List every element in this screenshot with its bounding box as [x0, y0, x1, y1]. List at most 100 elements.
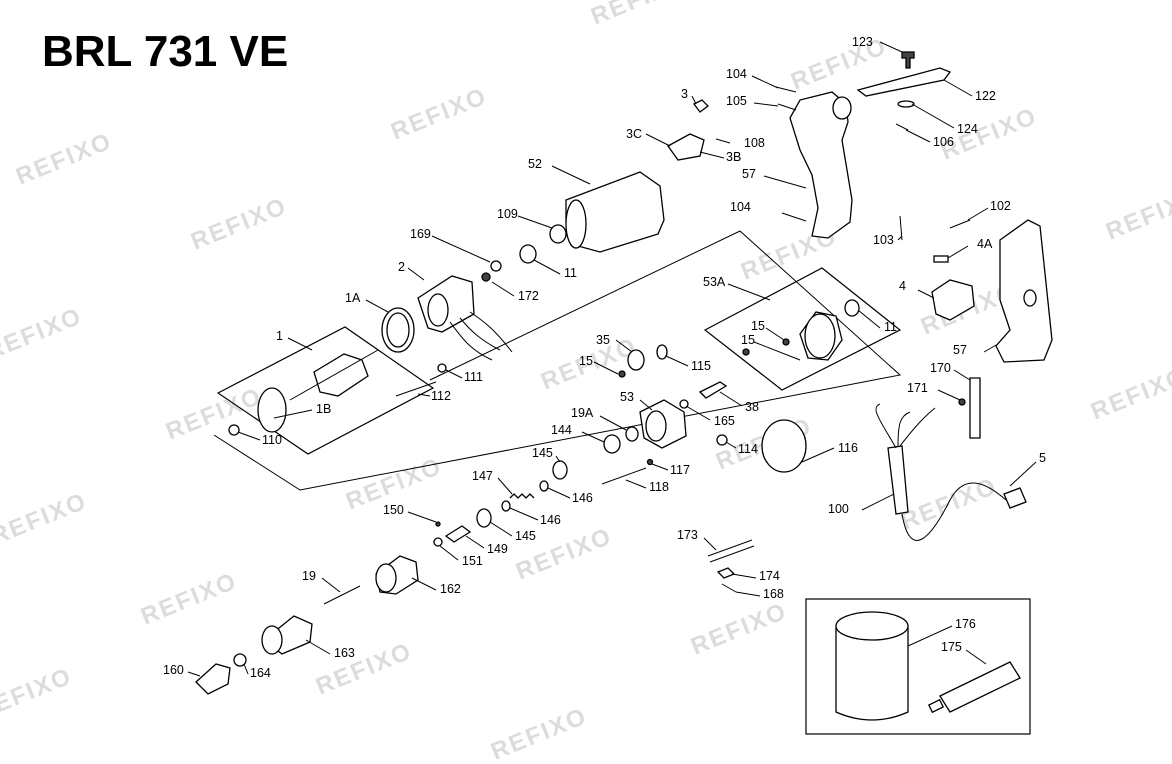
part-label-53: 53	[620, 390, 634, 404]
consumables-box	[805, 598, 1031, 735]
handle-hole	[1023, 289, 1037, 307]
part-label-19A: 19A	[571, 406, 594, 420]
part-label-175: 175	[941, 640, 962, 654]
part-label-35: 35	[596, 333, 610, 347]
part-1B-fan	[257, 387, 287, 433]
watermark: REFIXO	[1102, 183, 1172, 246]
watermark: REFIXO	[0, 488, 91, 551]
part-label-11: 11	[564, 266, 577, 280]
part-110-ring	[228, 424, 240, 436]
part-1A-ring-inner	[386, 312, 410, 348]
gear-group-box	[703, 267, 902, 391]
part-4-switch	[931, 279, 975, 321]
part-5-power-cord	[901, 482, 1007, 541]
part-104-screw-lower	[781, 212, 807, 222]
part-label-38: 38	[745, 400, 759, 414]
part-3C-brush-holder	[667, 133, 705, 161]
part-label-3B: 3B	[726, 150, 741, 164]
part-109-bearing	[549, 224, 567, 244]
part-122-cover-plate	[856, 67, 952, 97]
part-145-gear-b	[476, 508, 492, 528]
part-106-screw	[895, 123, 909, 131]
part-111-washer	[437, 363, 447, 373]
part-label-100: 100	[828, 502, 849, 516]
part-label-1B: 1B	[316, 402, 331, 416]
part-label-3C: 3C	[626, 127, 642, 141]
part-168-screw	[721, 583, 737, 593]
part-169-washer	[490, 260, 502, 272]
watermark: REFIXO	[1087, 363, 1172, 426]
watermark: REFIXO	[487, 703, 591, 764]
part-label-105: 105	[726, 94, 747, 108]
part-1-armature	[313, 353, 369, 397]
grease-tube-cap	[927, 698, 945, 714]
part-label-171: 171	[907, 381, 928, 395]
part-label-57: 57	[742, 167, 756, 181]
part-115-washer	[656, 344, 668, 360]
brush-parts	[707, 539, 755, 593]
housing-ring	[832, 96, 852, 120]
part-173-brush-a	[707, 539, 753, 557]
watermark: REFIXO	[0, 303, 86, 366]
part-label-52: 52	[528, 157, 542, 171]
watermark: REFIXO	[687, 598, 791, 661]
part-label-116: 116	[838, 441, 858, 455]
part-label-2: 2	[398, 260, 405, 274]
motor-housing-mouth	[565, 199, 587, 249]
part-label-146: 146	[572, 491, 593, 505]
part-label-174: 174	[759, 569, 780, 583]
part-35-gear	[627, 349, 645, 371]
part-label-162: 162	[440, 582, 461, 596]
watermark: REFIXO	[137, 568, 241, 631]
part-147-spring	[509, 493, 535, 499]
part-label-19: 19	[302, 569, 316, 583]
part-146-ring-b	[501, 500, 511, 512]
watermark: REFIXO	[12, 128, 116, 191]
armature-group-box	[216, 326, 435, 455]
part-label-1: 1	[276, 329, 283, 343]
part-label-104: 104	[726, 67, 747, 81]
part-114-washer	[716, 434, 728, 446]
part-145-gear	[552, 460, 568, 480]
part-149-spindle	[444, 525, 472, 543]
armature-shaft	[289, 349, 379, 401]
watermark: REFIXO	[0, 663, 76, 726]
watermark: REFIXO	[187, 193, 291, 256]
part-label-117: 117	[670, 463, 690, 477]
model-title: BRL 731 VE	[42, 27, 289, 76]
part-105-screw	[777, 103, 797, 111]
part-3-brush	[693, 99, 709, 113]
part-label-145: 145	[532, 446, 553, 460]
part-100-cable-guard	[887, 445, 909, 515]
part-label-110: 110	[262, 433, 282, 447]
stator-bore	[427, 293, 449, 327]
part-15-pin	[782, 338, 790, 346]
part-57-handle-half	[995, 219, 1053, 363]
gear-housing-bore	[645, 410, 667, 442]
part-label-168: 168	[763, 587, 784, 601]
watermark: REFIXO	[587, 0, 691, 31]
part-117-pin	[646, 458, 654, 466]
part-144-ring	[603, 434, 621, 454]
part-label-163: 163	[334, 646, 355, 660]
part-175-grease-tube	[939, 661, 1021, 713]
part-19A-bearing	[625, 426, 639, 442]
part-label-172: 172	[518, 289, 539, 303]
part-label-118: 118	[649, 480, 669, 494]
part-label-109: 109	[497, 207, 518, 221]
part-19-pin	[323, 585, 361, 605]
part-4A-switch-clip	[933, 255, 949, 263]
part-174-brush-holder	[716, 567, 736, 579]
gear-plate-face	[804, 313, 836, 359]
part-number-labels: 12312212410610410533C1083B52571041091021…	[163, 35, 1046, 680]
part-15-pin-c	[618, 370, 626, 378]
handle-cover-parts	[667, 51, 952, 239]
part-label-15: 15	[741, 333, 755, 347]
part-171-clip	[958, 398, 966, 406]
watermark: REFIXO	[312, 638, 416, 701]
part-102-screw	[949, 219, 971, 229]
part-label-5: 5	[1039, 451, 1046, 465]
part-label-173: 173	[677, 528, 698, 542]
consumables	[835, 611, 1021, 721]
